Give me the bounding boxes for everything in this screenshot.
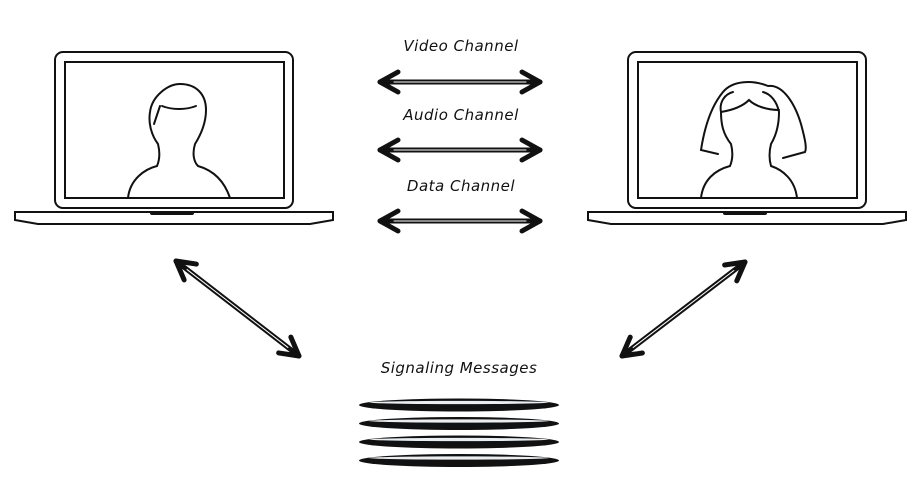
signaling-message-disc: [359, 398, 559, 412]
right-laptop: [587, 51, 907, 225]
female-avatar-icon: [699, 81, 807, 199]
audio-channel-arrow: [377, 137, 543, 163]
right-signaling-arrow: [619, 259, 748, 359]
signaling-message-disc: [359, 454, 559, 467]
signaling-messages-label: Signaling Messages: [380, 359, 538, 377]
male-avatar-icon: [127, 82, 231, 199]
signaling-message-highlight: [369, 400, 549, 405]
signaling-message-disc: [359, 417, 559, 430]
data-channel-label: Data Channel: [406, 177, 516, 195]
audio-channel-label: Audio Channel: [403, 106, 519, 124]
video-channel-arrow: [377, 69, 543, 95]
video-channel-label: Video Channel: [403, 37, 519, 55]
data-channel-arrow: [377, 208, 543, 234]
signaling-message-highlight: [369, 437, 549, 442]
signaling-message-highlight: [369, 419, 549, 423]
signaling-message-highlight: [369, 456, 549, 460]
signaling-message-disc: [359, 435, 559, 449]
left-signaling-arrow: [173, 258, 302, 359]
left-laptop: [14, 51, 334, 225]
